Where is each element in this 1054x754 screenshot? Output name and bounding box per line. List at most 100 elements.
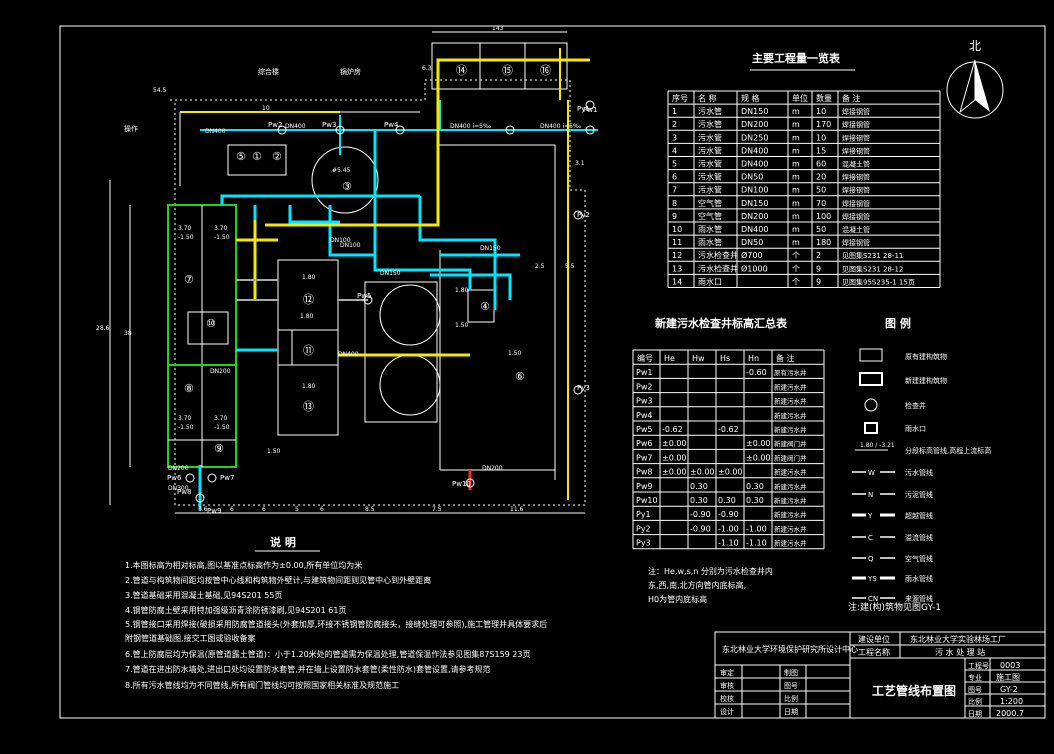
- well-cell: Pw8: [636, 468, 652, 477]
- quantity-cell: 170: [816, 120, 831, 129]
- quantity-cell: m: [792, 212, 800, 221]
- level-label: 3.70: [178, 415, 192, 422]
- well-cell: 0.30: [718, 496, 736, 505]
- well-cell: Pw5: [636, 425, 652, 434]
- title-label-project: 工程名称: [858, 647, 890, 657]
- well-cell: Pw7: [636, 453, 652, 462]
- title-scale: 1:200: [1000, 697, 1023, 706]
- quantity-cell: 污水管: [698, 185, 722, 195]
- legend-label: 分段标高管线,高程上流标高: [905, 446, 991, 455]
- quantity-cell: 见图集95S235-1 15页: [842, 277, 915, 286]
- well-cell: Pw9: [636, 482, 652, 491]
- well-cell: 新建污水井: [774, 468, 807, 477]
- well-cell: Py2: [636, 524, 651, 533]
- quantity-header: 单位: [792, 93, 808, 103]
- quantity-cell: 污水管: [698, 172, 722, 182]
- quantity-cell: 10: [816, 133, 826, 142]
- unit-label: ⑯: [540, 64, 551, 77]
- well-label: Pw4: [384, 121, 399, 129]
- legend-label: 来源管线: [905, 594, 933, 603]
- unit-label: ⑧: [184, 382, 194, 395]
- quantity-cell: 12: [672, 251, 682, 260]
- quantity-cell: m: [792, 225, 800, 234]
- svg-text:审核: 审核: [720, 681, 734, 690]
- well-label: Py1: [577, 105, 590, 113]
- dimension-label: 5.5: [565, 263, 575, 270]
- pipe-label: DN400: [338, 351, 359, 358]
- quantity-cell: 15: [816, 146, 826, 155]
- unit-label: ⑪: [303, 344, 314, 357]
- quantity-cell: 8: [672, 199, 677, 208]
- legend-symbol: [864, 398, 878, 412]
- legend-label: 雨水口: [905, 424, 926, 433]
- quantity-cell: 7: [672, 186, 677, 195]
- quantity-cell: 焊接钢管: [842, 133, 870, 142]
- dimension-label: 8.5: [365, 506, 375, 513]
- quantity-cell: DN250: [741, 133, 768, 142]
- well-label: Pw8: [177, 488, 191, 496]
- svg-text:比例: 比例: [784, 694, 798, 703]
- dimension-label: 11.6: [510, 506, 524, 513]
- title-discipline: 施工图: [996, 672, 1020, 682]
- well-cell: -0.90: [718, 510, 739, 519]
- legend-label: 污泥管线: [905, 490, 933, 499]
- quantity-cell: 污水管: [698, 119, 722, 129]
- legend-label: 污水管线: [905, 468, 933, 477]
- quantity-cell: 3: [672, 133, 677, 142]
- quantity-cell: m: [792, 173, 800, 182]
- quantity-cell: 空气管: [698, 198, 722, 208]
- quantity-cell: 50: [816, 186, 826, 195]
- quantity-cell: m: [792, 107, 800, 116]
- notes-title: 说 明: [270, 535, 296, 549]
- quantity-cell: 焊接钢管: [842, 238, 870, 247]
- quantity-cell: 180: [816, 238, 831, 247]
- dimension-label: 6: [230, 506, 234, 513]
- area-label: 综合楼: [258, 67, 279, 76]
- unit-label: ②: [272, 150, 282, 163]
- quantity-cell: 焊接钢管: [842, 212, 870, 221]
- note-line: 2.管道与构筑物间距均按管中心线和构筑物外壁计,与建筑物间距则见管中心到外壁距离: [125, 575, 431, 585]
- well-cell: -1.10: [746, 539, 767, 548]
- legend-code: CN: [868, 595, 878, 603]
- legend-title: 图 例: [885, 316, 911, 330]
- pipe-label: DN100: [340, 242, 361, 249]
- legend-label: 空气管线: [905, 554, 933, 563]
- pipe-label: DN400 i=5‰: [450, 123, 491, 130]
- unit-label: ⑨: [214, 442, 224, 455]
- north-label: 北: [969, 39, 981, 53]
- well-note-1: 注：He,w,s,n 分别为污水检查井内: [648, 566, 773, 576]
- level-label: #5.45: [332, 167, 351, 174]
- quantity-cell: DN200: [741, 120, 768, 129]
- unit-label: ⑤: [236, 150, 246, 163]
- well-header: Hn: [748, 354, 759, 363]
- quantity-cell: 2: [672, 120, 677, 129]
- svg-text:图号: 图号: [784, 682, 798, 690]
- quantity-cell: 污水管: [698, 132, 722, 142]
- unit-label: ⑮: [502, 64, 513, 77]
- quantity-cell: m: [792, 160, 800, 169]
- quantity-cell: 10: [672, 225, 682, 234]
- well-cell: ±0.00: [690, 468, 715, 477]
- level-label: 1.50: [267, 448, 281, 455]
- quantity-cell: 9: [816, 277, 821, 286]
- well-label: Pw1: [583, 106, 597, 114]
- quantity-cell: 100: [816, 212, 831, 221]
- legend-symbol: [864, 422, 878, 434]
- quantity-cell: 雨水管: [698, 237, 722, 247]
- quantity-cell: DN400: [741, 160, 768, 169]
- well-label: Pw2: [268, 121, 282, 129]
- quantity-cell: 2: [816, 251, 821, 260]
- dimension-label: 3.1: [575, 160, 585, 167]
- quantity-cell: m: [792, 133, 800, 142]
- title-drawing-name: 工艺管线布置图: [872, 683, 956, 698]
- well-label: Pw10: [452, 480, 471, 488]
- legend-symbol: [859, 348, 883, 362]
- level-label: 3.70: [178, 225, 192, 232]
- well-cell: 新建污水井: [774, 382, 807, 391]
- well-cell: 新建污水井: [774, 496, 807, 505]
- quantity-cell: 见图集S231 28-11: [842, 251, 903, 260]
- well-cell: 原有污水井: [774, 368, 807, 377]
- level-label: 3.70: [214, 225, 228, 232]
